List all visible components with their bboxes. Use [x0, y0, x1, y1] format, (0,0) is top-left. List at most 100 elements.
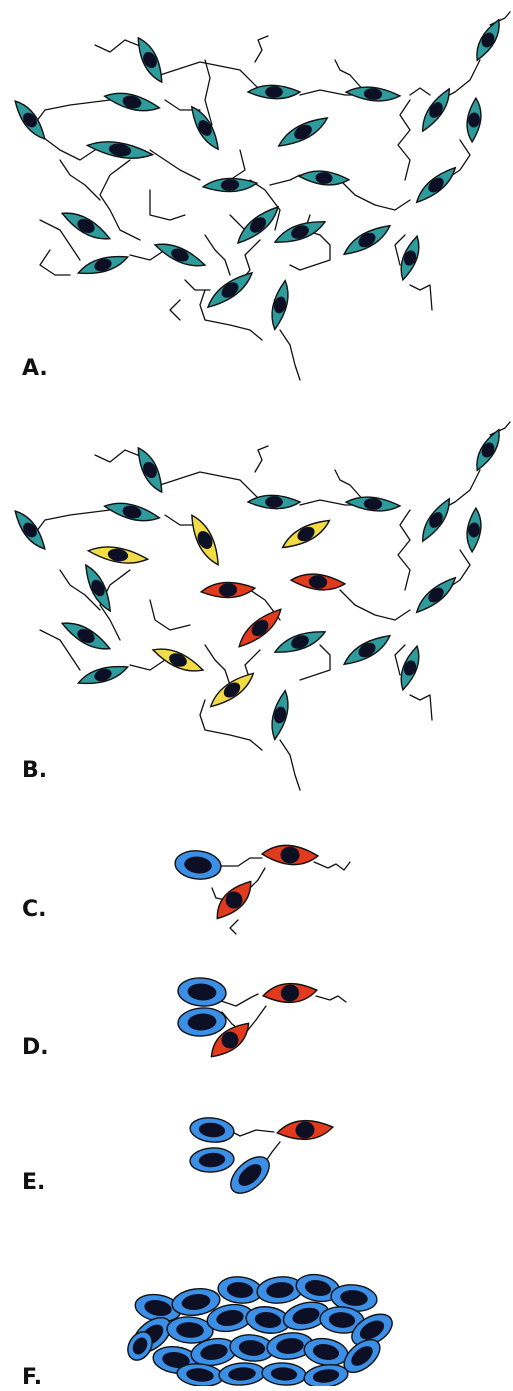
committed-cell — [210, 875, 258, 925]
fibroblast-cell — [152, 239, 207, 272]
process-line — [150, 190, 185, 220]
process-line — [490, 422, 510, 435]
fibroblast-cell — [10, 507, 50, 553]
process-line — [255, 446, 268, 472]
process-line — [100, 160, 140, 240]
epithelial-cell — [177, 1006, 227, 1037]
fibroblast-cell — [86, 138, 153, 161]
process-line — [160, 62, 265, 95]
fibroblast-cell — [268, 279, 291, 331]
process-line — [205, 645, 230, 685]
fibroblast-cell — [397, 234, 424, 282]
activated-cell — [279, 514, 333, 553]
panel-label-c: C. — [22, 897, 47, 922]
fibroblast-cell — [397, 644, 424, 692]
fibroblast-cell — [103, 499, 161, 525]
fibroblast-cell — [471, 17, 504, 64]
fibroblast-cell — [340, 630, 393, 671]
fibroblast-cell — [340, 220, 393, 261]
epithelial-cell — [177, 976, 227, 1007]
nucleus-icon — [265, 86, 283, 98]
fibroblast-cell — [103, 89, 161, 115]
epithelial-cell — [217, 1275, 263, 1305]
fibroblast-cell — [76, 251, 130, 280]
committed-cell — [276, 1118, 334, 1143]
process-line — [398, 100, 410, 180]
fibroblast-cell — [59, 617, 113, 655]
fibroblast-cell — [76, 661, 130, 690]
process-line — [410, 285, 432, 310]
fibroblast-cell — [132, 35, 168, 86]
process-line — [314, 862, 350, 870]
fibroblast-cell — [268, 689, 291, 741]
committed-cell — [262, 981, 318, 1006]
committed-cell — [262, 845, 319, 866]
process-line — [410, 88, 430, 95]
fibroblast-cell — [186, 103, 224, 152]
fibroblast-cell — [346, 85, 401, 102]
epithelial-cell — [303, 1362, 350, 1386]
fibroblast-cell — [465, 508, 482, 553]
panel-label-b: B. — [22, 758, 47, 783]
fibroblast-cell — [471, 427, 504, 474]
process-line — [205, 235, 230, 275]
process-line — [150, 600, 190, 630]
process-line — [398, 510, 410, 590]
committed-cell — [201, 581, 256, 600]
fibroblast-cell — [10, 97, 50, 143]
fibroblast-cell — [132, 445, 168, 496]
process-line — [40, 135, 95, 160]
process-line — [490, 12, 510, 25]
fibroblast-cell — [417, 495, 455, 544]
process-line — [230, 920, 238, 934]
panel-label-e: E. — [22, 1170, 45, 1195]
process-line — [150, 150, 200, 180]
panel-label-d: D. — [22, 1035, 49, 1060]
process-line — [316, 996, 346, 1002]
process-line — [200, 700, 262, 750]
fibroblast-cell — [465, 98, 482, 143]
fibroblast-cell — [203, 176, 258, 193]
fibroblast-cell — [59, 207, 113, 245]
process-line — [410, 695, 432, 720]
process-line — [300, 645, 330, 680]
activated-cell — [87, 544, 148, 566]
process-line — [60, 160, 100, 200]
process-line — [270, 175, 300, 185]
process-line — [185, 280, 210, 290]
process-line — [340, 590, 410, 620]
epithelial-cell — [174, 849, 223, 882]
process-line — [280, 740, 300, 790]
process-line — [30, 510, 110, 540]
process-line — [170, 300, 180, 320]
fibroblast-cell — [80, 562, 116, 614]
process-line — [230, 150, 245, 180]
process-line — [130, 660, 165, 670]
fibroblast-cell — [248, 85, 300, 98]
process-line — [340, 180, 410, 210]
process-line — [30, 100, 110, 130]
panel-label-f: F. — [22, 1365, 42, 1390]
process-line — [255, 36, 268, 62]
nucleus-icon — [265, 496, 283, 508]
fibroblast-cell — [272, 215, 327, 248]
fibroblast-cell — [248, 495, 300, 508]
process-line — [160, 472, 265, 505]
fibroblast-cell — [275, 112, 331, 152]
activated-cell — [185, 512, 225, 569]
fibroblast-cell — [412, 573, 460, 618]
fibroblast-cell — [412, 163, 460, 208]
fibroblast-cell — [272, 625, 327, 658]
committed-cell — [291, 573, 346, 592]
activated-cell — [206, 668, 257, 712]
process-line — [40, 250, 70, 275]
epithelial-cell — [261, 1361, 306, 1386]
committed-cell — [234, 604, 286, 653]
process-line — [280, 330, 300, 380]
epithelial-cell — [189, 1116, 235, 1144]
process-line — [205, 60, 212, 125]
panel-label-a: A. — [22, 356, 48, 381]
fibroblast-cell — [299, 170, 350, 187]
